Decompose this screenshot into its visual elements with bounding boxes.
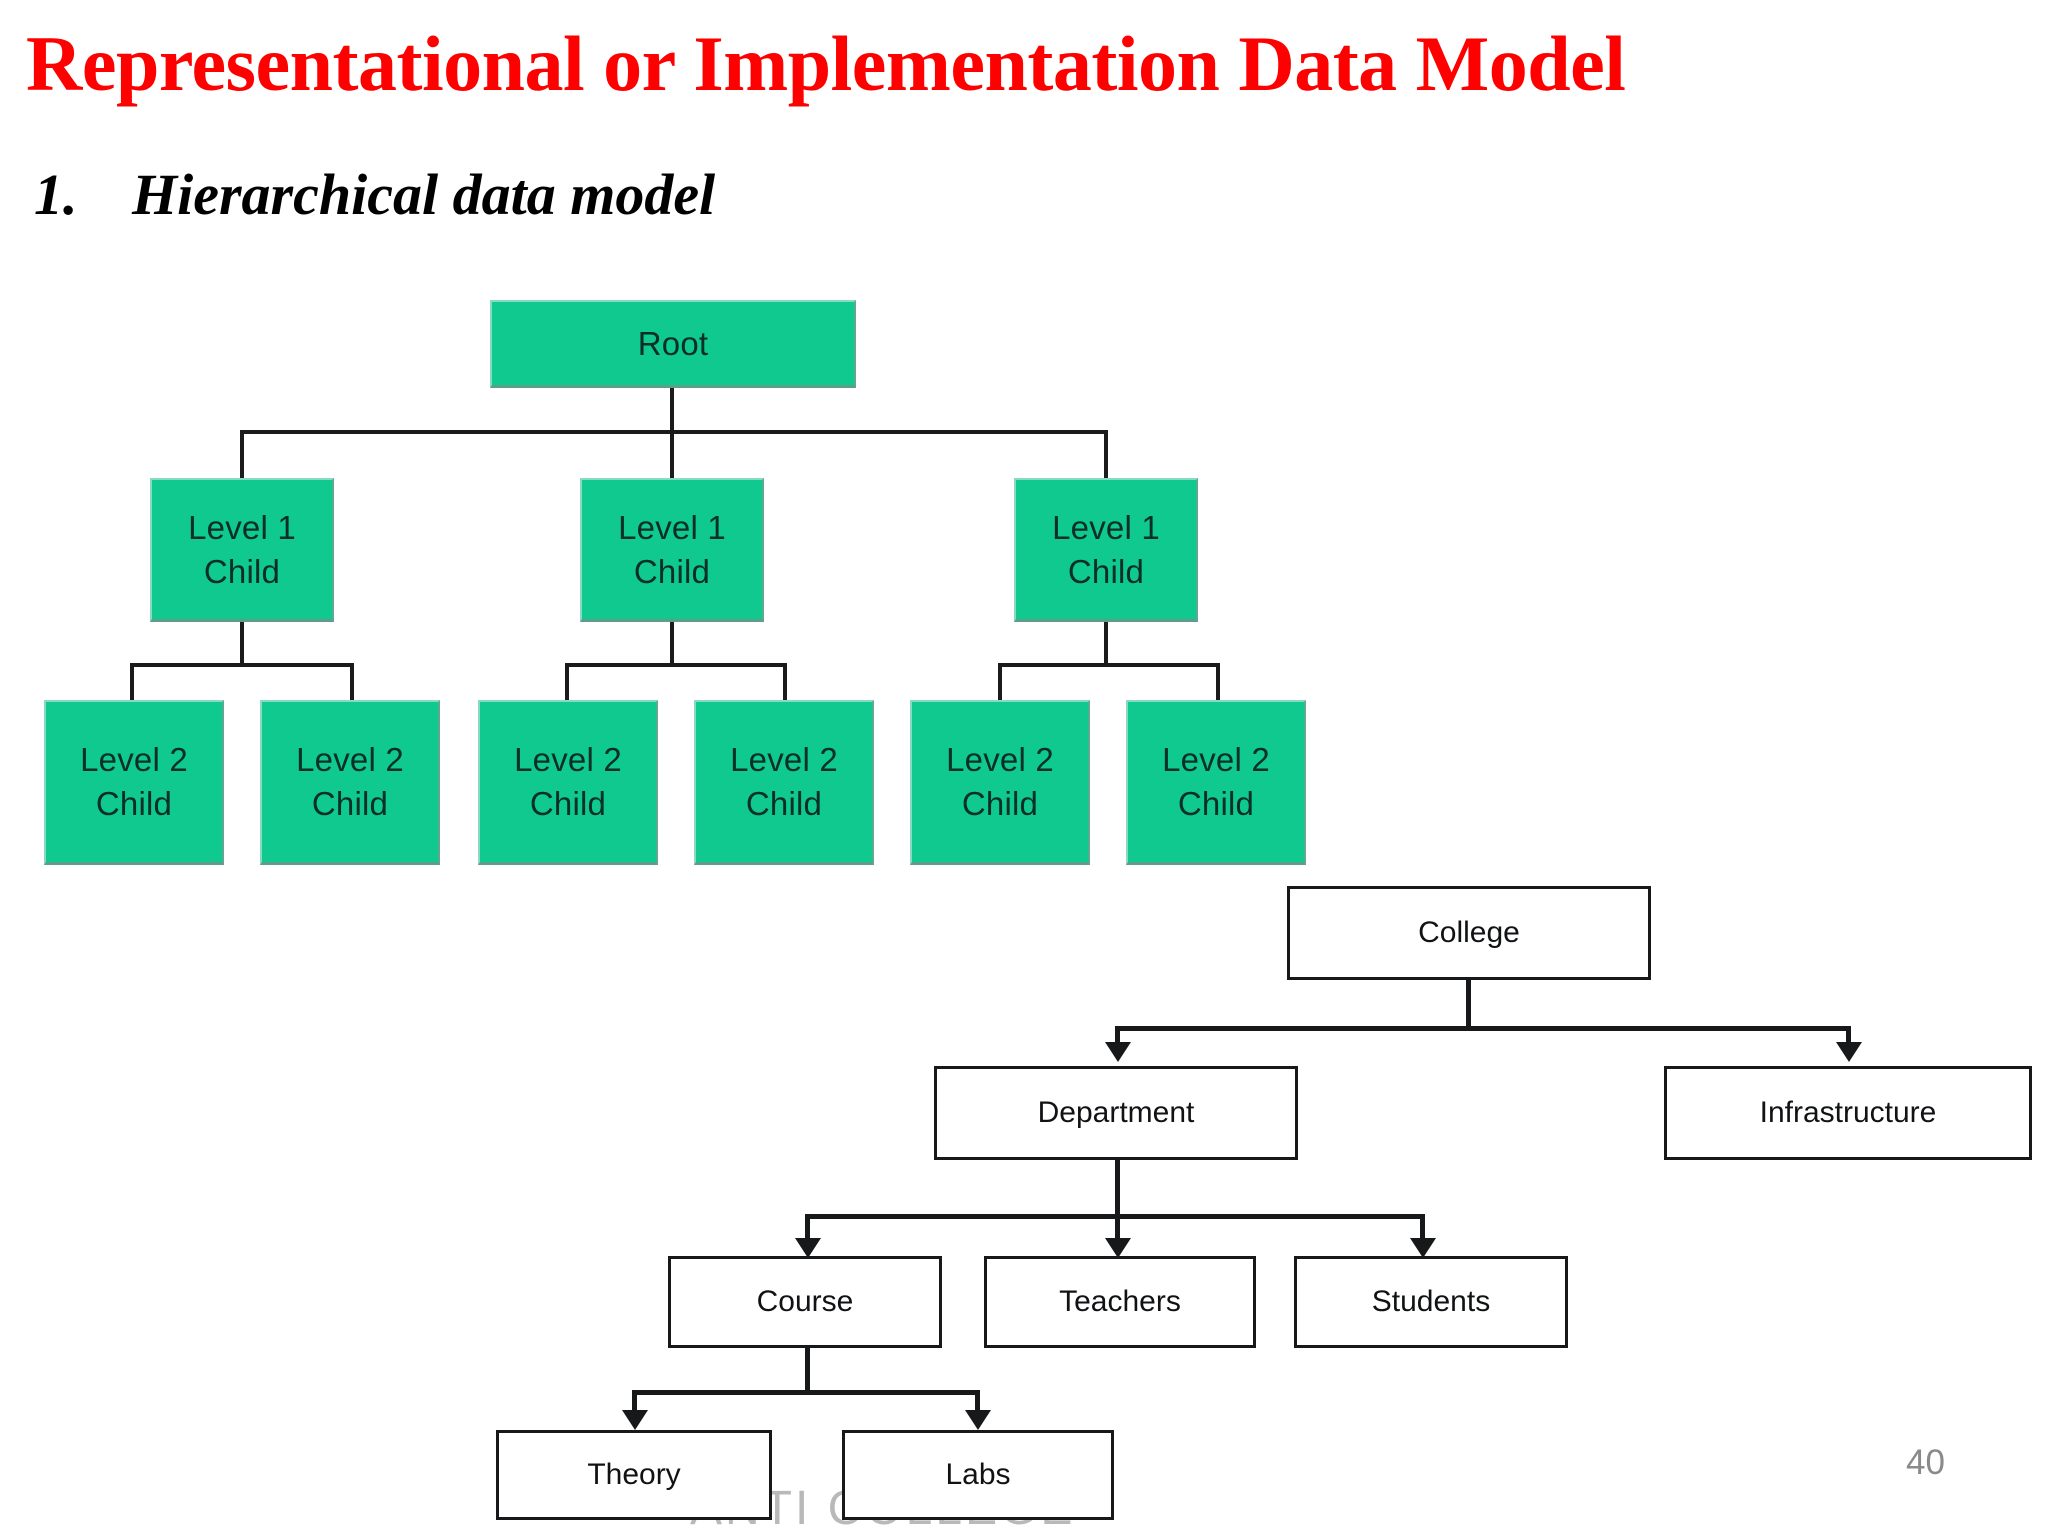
node-teachers-label: Teachers — [1059, 1285, 1181, 1318]
node-level2-child-4-line1: Level 2 — [730, 741, 838, 778]
edge-college-to-department — [1115, 1026, 1120, 1044]
node-level2-child-2[interactable]: Level 2 Child — [260, 700, 440, 865]
page-title: Representational or Implementation Data … — [26, 20, 1626, 107]
edge-college-stem — [1466, 980, 1471, 1030]
edge-bus-to-level1-a — [240, 430, 244, 480]
edge-level1a-child2 — [350, 663, 354, 703]
node-level1-child-3[interactable]: Level 1 Child — [1014, 478, 1198, 622]
edge-department-to-teachers — [1115, 1214, 1120, 1240]
edge-level1a-down — [240, 620, 244, 665]
edge-level1b-child1 — [565, 663, 569, 703]
arrow-to-theory-icon — [622, 1410, 648, 1430]
edge-course-to-labs — [975, 1390, 980, 1412]
node-level2-child-5-line1: Level 2 — [946, 741, 1054, 778]
node-level1-child-1-line2: Child — [203, 552, 281, 590]
node-department[interactable]: Department — [934, 1066, 1298, 1160]
page-number: 40 — [1906, 1443, 1945, 1482]
edge-level1-bus — [240, 430, 1108, 434]
node-level1-child-1-line1: Level 1 — [188, 508, 296, 546]
node-theory-label: Theory — [587, 1458, 681, 1491]
node-level2-child-3-line2: Child — [529, 785, 607, 822]
node-level2-child-4-line2: Child — [745, 785, 823, 822]
node-root[interactable]: Root — [490, 300, 856, 388]
node-level1-child-3-line2: Child — [1067, 552, 1145, 590]
edge-level1a-child1 — [130, 663, 134, 703]
edge-level1c-child1 — [998, 663, 1002, 703]
edge-department-to-students — [1420, 1214, 1425, 1240]
node-theory[interactable]: Theory — [496, 1430, 772, 1520]
node-level2-child-3-line1: Level 2 — [514, 741, 622, 778]
bullet-number: 1. — [34, 162, 78, 227]
arrow-to-department-icon — [1105, 1042, 1131, 1062]
edge-course-stem — [805, 1348, 810, 1394]
node-level2-child-6[interactable]: Level 2 Child — [1126, 700, 1306, 865]
node-level2-child-2-line1: Level 2 — [296, 741, 404, 778]
edge-bus-to-level1-c — [1104, 430, 1108, 480]
node-level2-child-5[interactable]: Level 2 Child — [910, 700, 1090, 865]
node-labs-label: Labs — [945, 1458, 1011, 1491]
node-infrastructure[interactable]: Infrastructure — [1664, 1066, 2032, 1160]
node-department-label: Department — [1037, 1096, 1195, 1129]
node-level2-child-4[interactable]: Level 2 Child — [694, 700, 874, 865]
node-level2-child-1-line1: Level 2 — [80, 741, 188, 778]
bullet-label: Hierarchical data model — [132, 162, 716, 227]
arrow-to-labs-icon — [965, 1410, 991, 1430]
node-course-label: Course — [756, 1285, 854, 1318]
node-infrastructure-label: Infrastructure — [1759, 1096, 1937, 1129]
arrow-to-course-icon — [795, 1238, 821, 1258]
bullet-item-hierarchical-data-model: 1. Hierarchical data model — [34, 160, 715, 230]
node-level2-child-5-line2: Child — [961, 785, 1039, 822]
node-level1-child-2-line1: Level 1 — [618, 508, 726, 546]
node-labs[interactable]: Labs — [842, 1430, 1114, 1520]
edge-course-bus — [632, 1390, 980, 1395]
node-level2-child-2-line2: Child — [311, 785, 389, 822]
edge-college-bus — [1115, 1026, 1851, 1031]
edge-department-to-course — [805, 1214, 810, 1240]
arrow-to-teachers-icon — [1105, 1238, 1131, 1258]
edge-course-to-theory — [632, 1390, 637, 1412]
node-college-label: College — [1418, 916, 1520, 949]
edge-level1a-bus — [130, 663, 354, 667]
node-teachers[interactable]: Teachers — [984, 1256, 1256, 1348]
edge-level1c-bus — [998, 663, 1220, 667]
edge-level1b-down — [670, 620, 674, 665]
node-students-label: Students — [1371, 1285, 1491, 1318]
arrow-to-infrastructure-icon — [1836, 1042, 1862, 1062]
node-level2-child-3[interactable]: Level 2 Child — [478, 700, 658, 865]
node-level2-child-1[interactable]: Level 2 Child — [44, 700, 224, 865]
arrow-to-students-icon — [1410, 1238, 1436, 1258]
edge-level1c-child2 — [1216, 663, 1220, 703]
node-level1-child-3-line1: Level 1 — [1052, 508, 1160, 546]
edge-level1b-bus — [565, 663, 787, 667]
node-college[interactable]: College — [1287, 886, 1651, 980]
node-root-label: Root — [637, 324, 709, 362]
node-course[interactable]: Course — [668, 1256, 942, 1348]
edge-bus-to-level1-b — [670, 430, 674, 480]
node-students[interactable]: Students — [1294, 1256, 1568, 1348]
node-level1-child-2-line2: Child — [633, 552, 711, 590]
node-level2-child-1-line2: Child — [95, 785, 173, 822]
edge-college-to-infrastructure — [1846, 1026, 1851, 1044]
edge-department-stem — [1115, 1160, 1120, 1218]
edge-level1c-down — [1104, 620, 1108, 665]
edge-root-to-bus — [670, 385, 674, 432]
node-level1-child-1[interactable]: Level 1 Child — [150, 478, 334, 622]
node-level2-child-6-line1: Level 2 — [1162, 741, 1270, 778]
edge-level1b-child2 — [783, 663, 787, 703]
node-level2-child-6-line2: Child — [1177, 785, 1255, 822]
node-level1-child-2[interactable]: Level 1 Child — [580, 478, 764, 622]
